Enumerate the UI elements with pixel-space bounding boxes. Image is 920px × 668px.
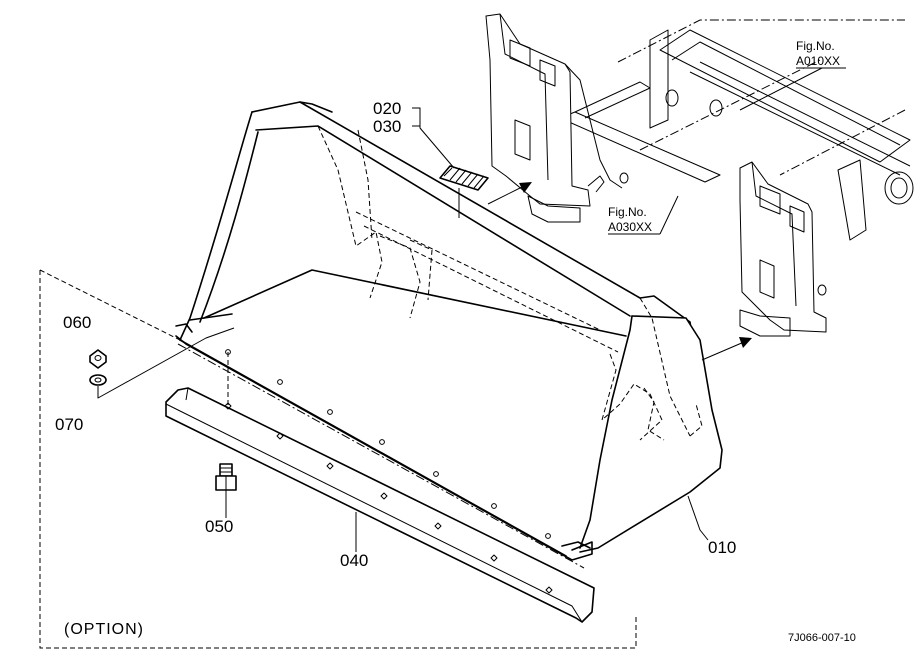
option-label: (OPTION) <box>64 621 144 638</box>
fig-ref-2-label: Fig.No. <box>608 205 647 219</box>
leader-fig1 <box>739 67 846 111</box>
fig-ref-1-code: A010XX <box>796 54 840 68</box>
part-label-020: 020 <box>373 99 401 118</box>
arrow-to-hitch-left <box>487 182 532 205</box>
drawing-code: 7J066-007-10 <box>788 632 856 644</box>
option-box <box>39 269 637 649</box>
fig-ref-1-label: Fig.No. <box>796 39 835 53</box>
bolt-on-edge <box>165 343 595 623</box>
edge-holes <box>225 349 551 539</box>
part-label-030: 030 <box>373 117 401 136</box>
fig-ref-2-code: A030XX <box>608 220 652 234</box>
part-label-060: 060 <box>63 313 91 332</box>
leader-010 <box>687 495 709 541</box>
washer-070 <box>89 374 107 386</box>
part-label-070: 070 <box>55 415 83 434</box>
hitch-bracket-left <box>485 13 629 223</box>
part-label-050: 050 <box>205 517 233 536</box>
leader-fig2 <box>608 195 679 235</box>
leader-060-070 <box>97 327 235 399</box>
part-label-040: 040 <box>340 551 368 570</box>
arrow-to-hitch-right <box>701 337 752 361</box>
hitch-bracket-right <box>739 161 827 337</box>
leader-020-030 <box>412 107 455 169</box>
nut-060 <box>89 349 107 369</box>
bolt-050 <box>215 463 237 491</box>
part-label-010: 010 <box>708 538 736 557</box>
bucket <box>175 101 723 561</box>
edge-bolt-holes <box>224 402 553 594</box>
